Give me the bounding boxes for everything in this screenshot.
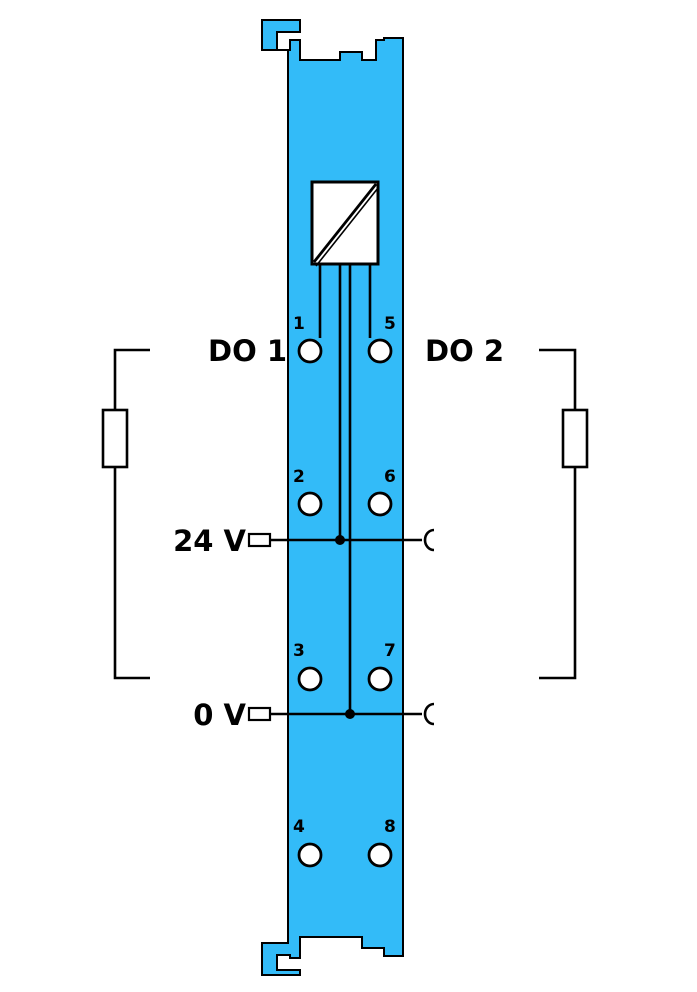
power-contact-0v-right (423, 702, 435, 726)
load-right (539, 348, 589, 680)
terminal-label-6: 6 (384, 467, 396, 487)
label-24v: 24 V (173, 524, 246, 558)
terminal-label-3: 3 (293, 641, 305, 661)
terminal-4 (297, 842, 323, 868)
terminal-label-2: 2 (293, 467, 305, 487)
terminal-5 (367, 338, 393, 364)
power-contact-24v-left (247, 532, 272, 548)
signal-converter-icon (310, 180, 380, 267)
terminal-3 (297, 666, 323, 692)
terminal-label-8: 8 (384, 817, 396, 837)
terminal-label-4: 4 (293, 817, 305, 837)
terminal-6 (367, 491, 393, 517)
terminal-label-1: 1 (293, 314, 305, 334)
label-0v: 0 V (193, 698, 246, 732)
terminal-label-5: 5 (384, 314, 396, 334)
terminal-2 (297, 491, 323, 517)
terminal-7 (367, 666, 393, 692)
junction-0v (345, 709, 355, 719)
label-do2: DO 2 (425, 334, 504, 368)
label-do1: DO 1 (208, 334, 287, 368)
terminal-1 (297, 338, 323, 364)
resistor-icon (101, 408, 129, 469)
terminal-label-7: 7 (384, 641, 396, 661)
junction-24v (335, 535, 345, 545)
terminal-8 (367, 842, 393, 868)
power-contact-24v-right (423, 528, 435, 552)
power-contact-0v-left (247, 706, 272, 722)
load-left (101, 348, 150, 680)
resistor-icon (561, 408, 589, 469)
